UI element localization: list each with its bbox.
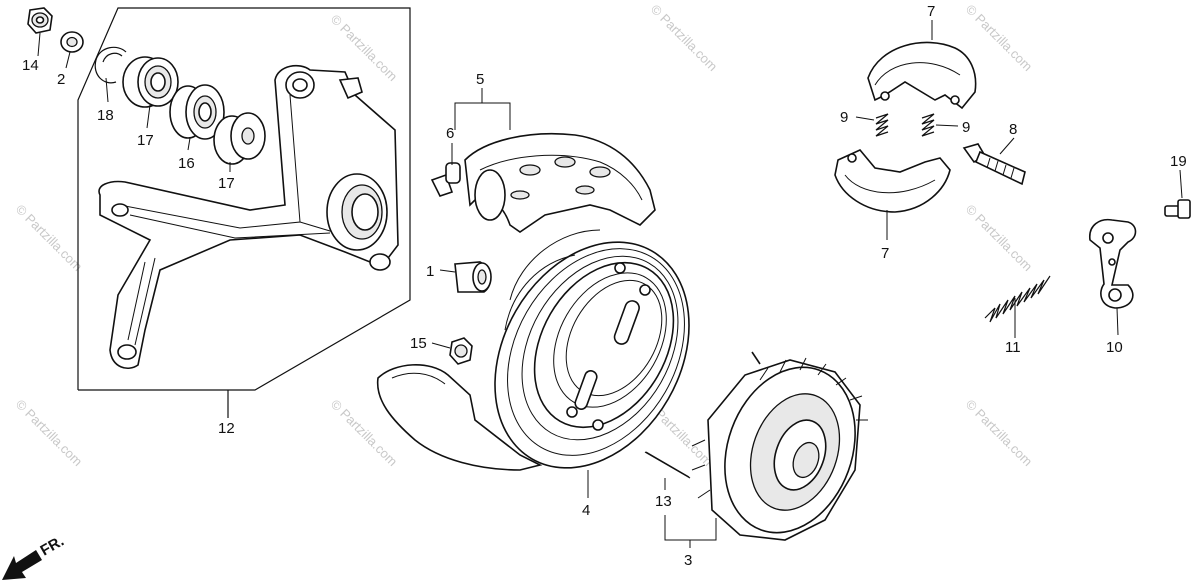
label-12: 12 [218,420,235,437]
front-label: FR. [38,533,67,560]
watermark-5: © Partzilla.com [963,202,1036,275]
watermark-4: © Partzilla.com [13,202,86,275]
label-19: 19 [1170,153,1187,170]
label-9-left: 9 [840,109,848,126]
stud-13 [644,451,691,479]
label-18: 18 [97,107,114,124]
front-arrow-icon [2,550,42,580]
label-7-top: 7 [927,3,935,20]
nut-14 [27,7,53,34]
label-15: 15 [410,335,427,352]
watermark-3: © Partzilla.com [963,2,1036,75]
tire-4 [494,229,690,469]
collar-2 [60,31,84,53]
leader-lines [37,20,1183,548]
part-labels: 14 2 18 17 16 17 12 5 6 1 15 4 13 3 7 9 … [22,3,1187,569]
label-7-bottom: 7 [881,245,889,262]
watermark-6: © Partzilla.com [13,397,86,470]
hub-3 [691,351,868,541]
spring-11 [984,275,1051,323]
label-17-a: 17 [137,132,154,149]
label-11: 11 [1005,339,1021,356]
tire-tube-5 [464,132,656,233]
label-13: 13 [655,493,672,510]
brake-arm-10 [1089,218,1137,309]
bearing-17-a [122,56,179,108]
label-9-right: 9 [962,119,970,136]
watermark-2: © Partzilla.com [648,2,721,75]
spring-9-right [921,113,935,137]
front-direction-marker: FR. [2,533,67,580]
label-17-b: 17 [218,175,235,192]
brake-shoe-7-lower [834,149,951,213]
swing-arm-box [77,7,411,391]
brake-shoe-7-upper [867,41,977,110]
label-5: 5 [476,71,484,88]
watermark-9: © Partzilla.com [963,397,1036,470]
bearing-16 [169,84,225,140]
label-2: 2 [57,71,65,88]
label-8: 8 [1009,121,1017,138]
collar-1 [454,261,492,293]
bushing-17-b [213,112,266,165]
label-6: 6 [446,125,454,142]
label-3: 3 [684,552,692,569]
valve-6 [430,162,461,197]
label-16: 16 [178,155,195,172]
flap [376,364,543,471]
spring-9-left [875,113,889,137]
nut-15 [449,337,473,365]
brake-cam-8 [962,143,1026,186]
bolt-19 [1164,199,1191,219]
circlip-18 [94,46,127,84]
label-14: 14 [22,57,39,74]
label-4: 4 [582,502,590,519]
label-1: 1 [426,263,434,280]
label-10: 10 [1106,339,1123,356]
swing-arm-group [77,7,411,418]
